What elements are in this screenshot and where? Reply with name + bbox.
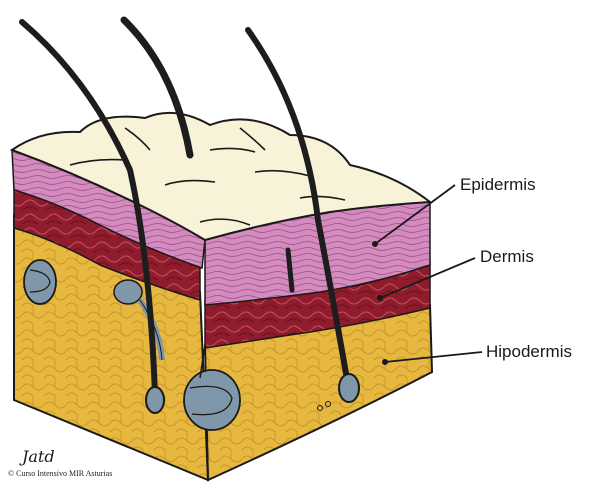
sweat-gland-left [24, 260, 56, 304]
dermis-pointer [377, 295, 383, 301]
artist-signature: Jatd [19, 447, 55, 466]
hipodermis-pointer [382, 359, 388, 365]
label-dermis: Dermis [480, 247, 534, 266]
epidermis-pointer [372, 241, 378, 247]
hair-bulb-right [339, 374, 359, 402]
label-hipodermis: Hipodermis [486, 342, 572, 361]
label-epidermis: Epidermis [460, 175, 536, 194]
hair-bulb-left [146, 387, 164, 413]
credit-text: © Curso Intensivo MIR Asturias [8, 469, 112, 478]
right-face [205, 202, 432, 480]
